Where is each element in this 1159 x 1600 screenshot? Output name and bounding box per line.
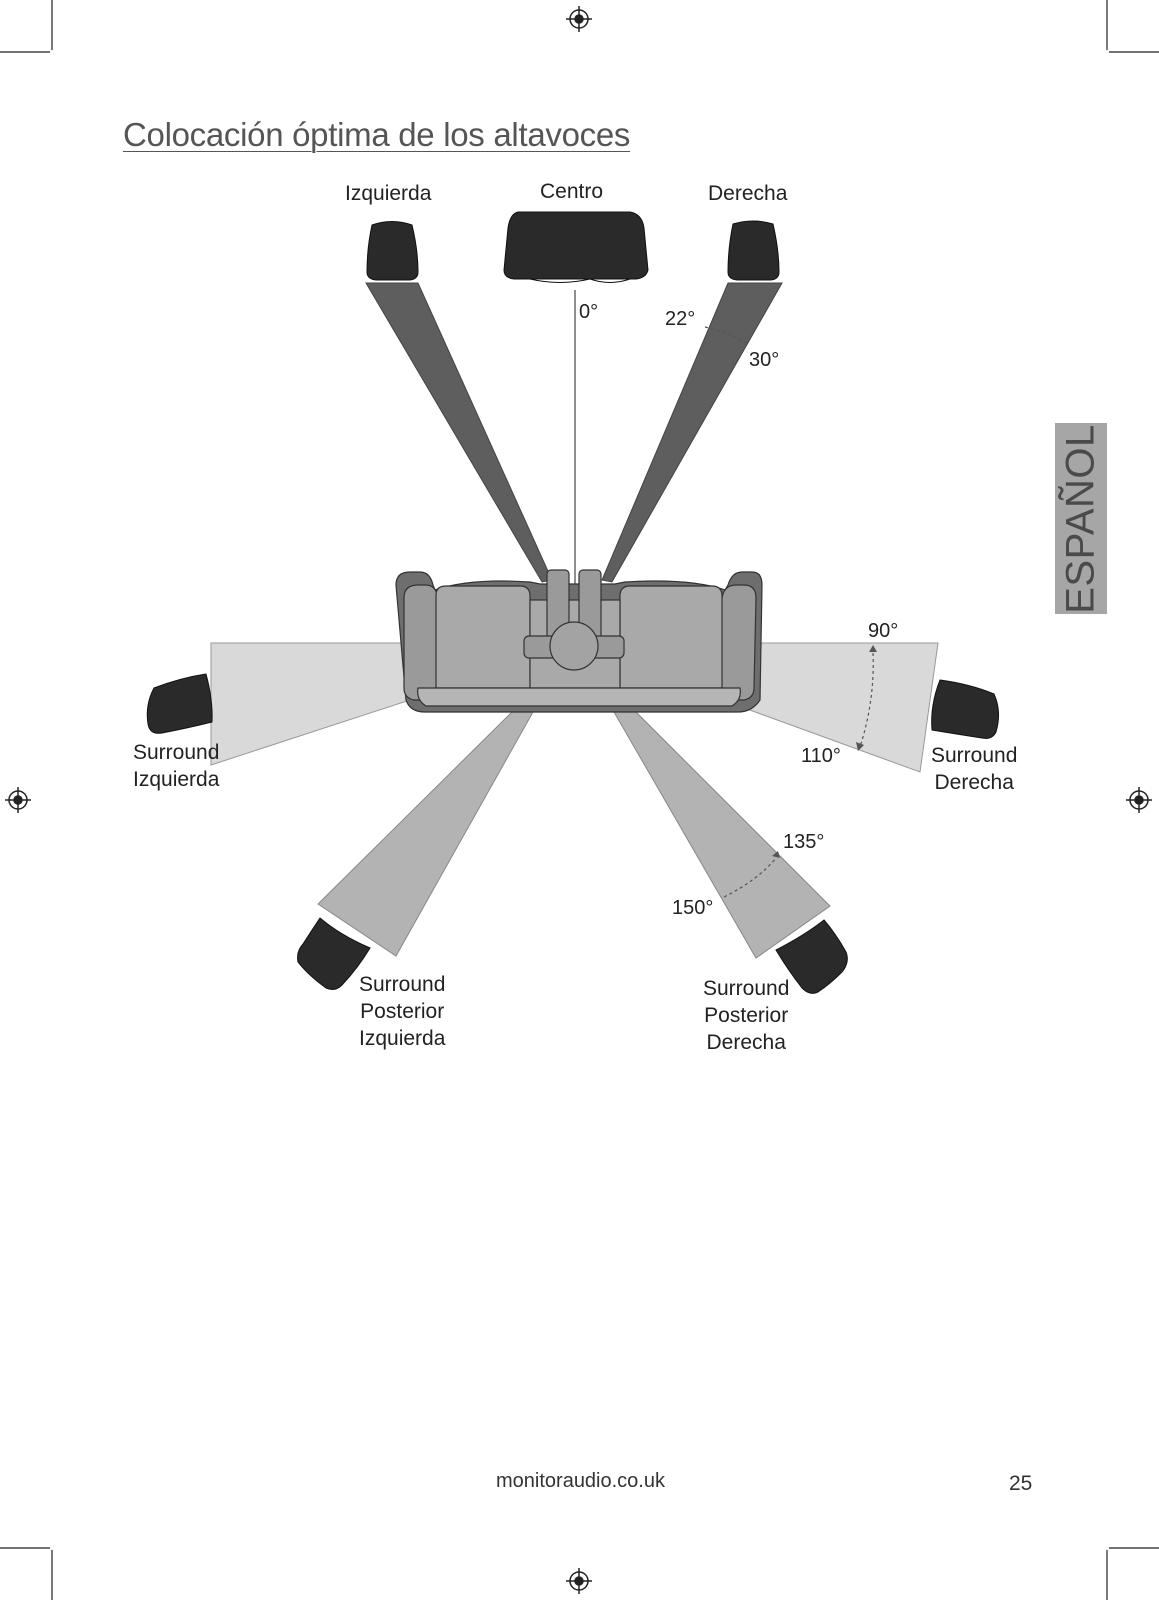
speaker-center-icon <box>503 211 649 283</box>
arrow-head-icon <box>856 742 864 751</box>
speaker-rear-left-icon <box>297 917 371 990</box>
registration-mark-icon <box>566 1568 592 1594</box>
speaker-left-icon <box>366 221 419 281</box>
speaker-rear-right-icon <box>775 919 848 994</box>
surround-left-beam <box>210 642 411 766</box>
label-right-speaker: Derecha <box>708 182 788 205</box>
label-rear-left: Surround Posterior Izquierda <box>359 973 446 1050</box>
angle-label-front-min: 22° <box>665 308 696 330</box>
speaker-right-icon <box>727 220 780 281</box>
registration-mark-icon <box>566 6 592 32</box>
label-center-speaker: Centro <box>540 180 604 203</box>
speaker-surround-right-icon <box>931 679 1000 739</box>
speaker-surround-left-icon <box>146 673 213 734</box>
angle-label-side-max: 110° <box>801 745 841 767</box>
angle-label-rear-min: 135° <box>783 831 825 853</box>
angle-label-side-min: 90° <box>868 620 899 642</box>
registration-mark-icon <box>5 787 31 813</box>
page-number: 25 <box>1009 1472 1033 1495</box>
front-left-beam <box>365 282 553 583</box>
front-angle-arc <box>704 326 749 345</box>
footer-url: monitoraudio.co.uk <box>496 1470 665 1492</box>
rear-angle-arc <box>723 857 777 898</box>
language-tab-label: ESPAÑOL <box>1058 423 1103 614</box>
registration-mark-icon <box>1126 787 1152 813</box>
side-angle-arc <box>859 652 874 748</box>
angle-label-rear-max: 150° <box>672 897 714 919</box>
label-rear-right: Surround Posterior Derecha <box>703 977 790 1054</box>
angle-label-center: 0° <box>579 301 599 323</box>
page-title: Colocación óptima de los altavoces <box>123 116 631 153</box>
sofa-icon <box>395 569 763 713</box>
label-surround-left: Surround Izquierda <box>133 741 220 791</box>
arrow-head-icon <box>772 851 780 858</box>
angle-label-front-max: 30° <box>749 349 780 371</box>
rear-left-beam <box>317 711 534 957</box>
arrow-head-icon <box>869 645 877 652</box>
front-right-beam <box>601 282 783 583</box>
label-left-speaker: Izquierda <box>345 182 432 205</box>
label-surround-right: Surround Derecha <box>931 744 1018 794</box>
language-tab: ESPAÑOL <box>1055 423 1107 614</box>
